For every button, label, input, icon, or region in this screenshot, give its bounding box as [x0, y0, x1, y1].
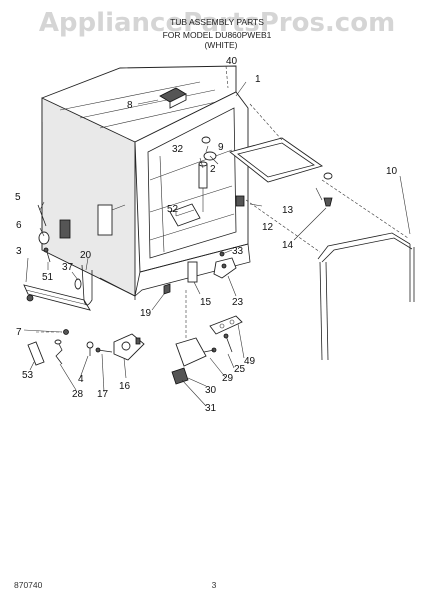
diagram-model: FOR MODEL DU860PWEB1 [163, 30, 272, 40]
part-9-nut [201, 136, 217, 161]
callout-15: 15 [200, 297, 212, 308]
callout-5: 5 [15, 192, 21, 203]
callout-20: 20 [80, 250, 92, 261]
part-10-frame [317, 232, 415, 361]
part-23-bracket [213, 257, 237, 279]
callout-17: 17 [97, 389, 109, 400]
callout-52: 52 [167, 204, 179, 215]
diagram-title: TUB ASSEMBLY PARTS [170, 17, 264, 27]
part-52-filter [169, 203, 201, 227]
callout-10: 10 [386, 166, 398, 177]
callout-1: 1 [255, 74, 261, 85]
callout-23: 23 [232, 297, 244, 308]
diagram-color: (WHITE) [204, 40, 237, 50]
callout-4: 4 [78, 374, 84, 385]
part-7-screw [26, 294, 69, 335]
part-15-valve [187, 261, 198, 283]
callout-37: 37 [62, 262, 74, 273]
callout-30: 30 [205, 385, 217, 396]
callout-leaders [23, 81, 411, 407]
part-8-bracket [159, 87, 187, 109]
callout-labels: 40 1 8 9 2 32 10 5 52 13 12 6 14 3 20 37… [15, 56, 398, 414]
callout-29: 29 [222, 373, 234, 384]
part-6-clip [38, 231, 50, 245]
callout-3: 3 [16, 246, 22, 257]
callout-13: 13 [282, 205, 294, 216]
callout-9: 9 [218, 142, 224, 153]
callout-31: 31 [205, 403, 217, 414]
part-51-screw [43, 247, 51, 263]
callout-51: 51 [42, 272, 54, 283]
part-31-cover [171, 367, 189, 385]
part-14-screw [323, 172, 333, 207]
callout-32: 32 [172, 144, 184, 155]
callout-40: 40 [226, 56, 238, 67]
callout-33: 33 [232, 246, 244, 257]
callout-25: 25 [234, 364, 246, 375]
part-12-clip [235, 195, 245, 207]
part-3-bracket [23, 284, 91, 311]
callout-16: 16 [119, 381, 131, 392]
callout-19: 19 [140, 308, 152, 319]
part-49-clip [209, 315, 243, 335]
part-17-screw [95, 347, 113, 353]
part-13-panel [229, 137, 324, 183]
part-28-link [54, 339, 63, 365]
callout-2: 2 [210, 164, 216, 175]
part-29-switch [175, 337, 217, 367]
callout-7: 7 [16, 327, 22, 338]
page-number: 3 [212, 580, 217, 590]
watermark-text: AppliancePartsPros.com [39, 8, 395, 38]
callout-12: 12 [262, 222, 274, 233]
callout-49: 49 [244, 356, 256, 367]
part-32-tower [198, 161, 208, 212]
document-number: 870740 [14, 580, 43, 590]
callout-53: 53 [22, 370, 34, 381]
part-25-screw [223, 333, 233, 353]
part-53-clip [27, 341, 45, 366]
callout-8: 8 [127, 100, 133, 111]
callout-14: 14 [282, 240, 294, 251]
callout-6: 6 [16, 220, 22, 231]
part-19-clip [163, 283, 171, 295]
part-4-pin [86, 341, 94, 356]
part-5-pin [37, 204, 47, 227]
part-20-hose [74, 264, 93, 306]
callout-28: 28 [72, 389, 84, 400]
part-16-assembly [113, 333, 145, 361]
